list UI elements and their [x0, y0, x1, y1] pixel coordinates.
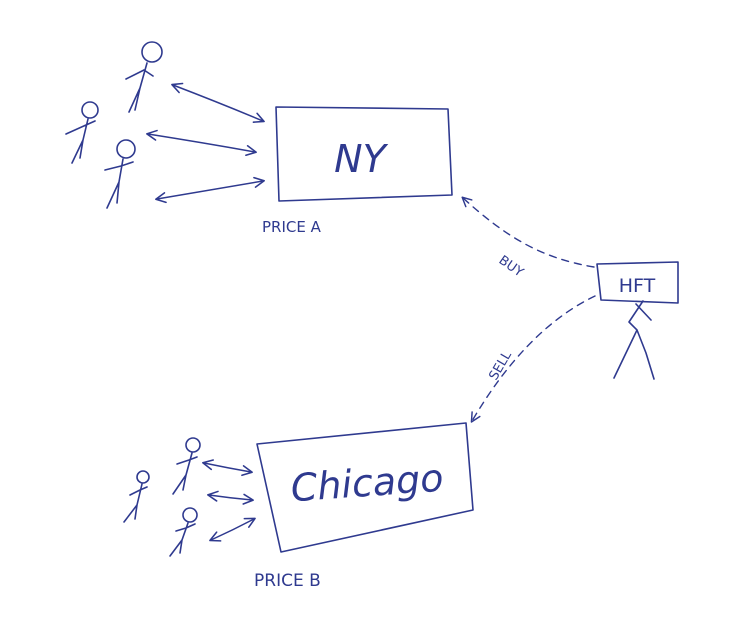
chicago-exchange: Chicago PRICE B [254, 422, 474, 591]
ny-label: NY [334, 137, 388, 181]
hft-trader: HFT [596, 261, 679, 380]
trader-figure [169, 507, 198, 557]
buy-order: BUY [461, 196, 595, 280]
ny-exchange: NY PRICE A [262, 106, 453, 236]
trade-arrow [146, 129, 257, 157]
ny-box [275, 106, 453, 202]
trade-arrow [171, 82, 265, 123]
trade-arrow [207, 490, 254, 505]
sell-arrow [470, 295, 596, 423]
trade-arrow [202, 459, 253, 477]
buy-label: BUY [496, 253, 526, 280]
hft-figure [613, 300, 655, 380]
ny-traders-group [65, 41, 265, 209]
chicago-label: Chicago [289, 456, 444, 511]
hft-label: HFT [619, 275, 656, 297]
trader-figure [65, 101, 99, 164]
trader-figure [172, 437, 201, 495]
trader-figure [123, 470, 150, 523]
trade-arrow [155, 176, 265, 204]
price-a-label: PRICE A [262, 218, 322, 236]
chicago-traders-group [123, 437, 256, 557]
chicago-box [256, 422, 474, 553]
price-b-label: PRICE B [254, 571, 321, 591]
sell-order: SELL [470, 295, 596, 423]
trader-figure [104, 139, 136, 209]
buy-arrow [461, 196, 595, 268]
hft-box [596, 261, 679, 304]
trade-arrow [209, 517, 256, 542]
trader-figure [125, 41, 163, 113]
